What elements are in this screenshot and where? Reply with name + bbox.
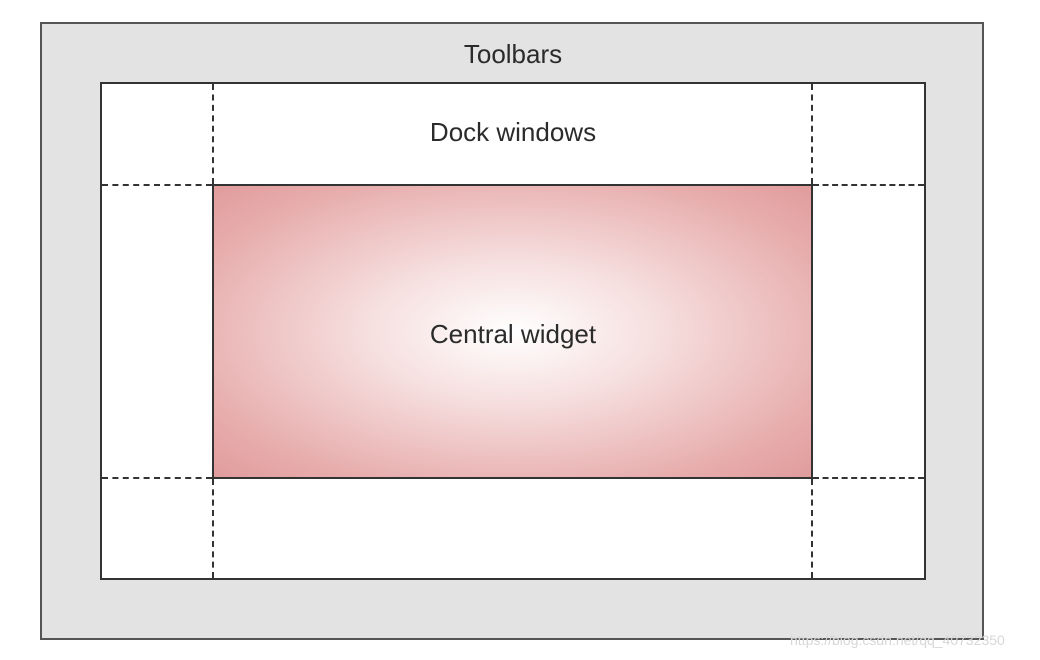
dock-divider-right-bottom <box>813 477 924 479</box>
watermark-text: https://blog.csdn.net/qq_40732350 <box>790 632 1005 648</box>
dock-divider-bottom-right <box>811 479 813 578</box>
dock-divider-left-top <box>102 184 212 186</box>
central-widget-area <box>212 184 813 479</box>
dock-windows-label: Dock windows <box>429 117 597 147</box>
toolbars-label: Toolbars <box>463 39 563 69</box>
dock-divider-left-bottom <box>102 477 212 479</box>
dock-divider-bottom-left <box>212 479 214 578</box>
dock-divider-right-top <box>813 184 924 186</box>
dock-divider-top-right <box>811 84 813 184</box>
dock-divider-top-left <box>212 84 214 184</box>
central-widget-label: Central widget <box>429 319 597 349</box>
